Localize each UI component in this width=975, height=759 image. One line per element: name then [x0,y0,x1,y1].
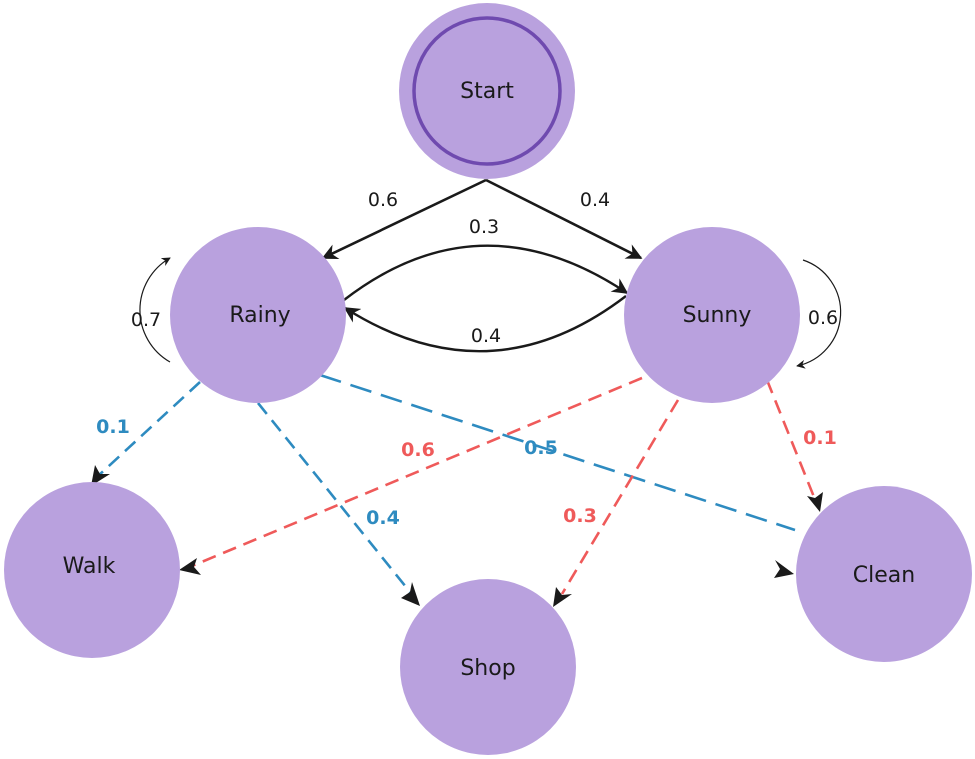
node-clean-label: Clean [853,563,915,588]
transition-labels: 0.6 0.4 0.3 0.4 0.7 0.6 [131,189,838,347]
arrowhead-rainy-to-clean [774,560,794,578]
label-start-to-rainy: 0.6 [368,189,398,211]
node-sunny[interactable]: Sunny [624,227,800,403]
node-walk-label: Walk [63,554,116,579]
edge-rainy-to-walk [97,381,201,477]
node-start[interactable]: Start [399,3,575,179]
edge-start-to-sunny [485,178,643,260]
label-rainy-walk: 0.1 [96,416,130,438]
label-rainy-to-sunny: 0.3 [469,216,499,238]
emission-edges [91,373,823,607]
node-shop-label: Shop [460,656,515,681]
label-rainy-self: 0.7 [131,309,161,331]
node-start-accept-ring [412,16,562,166]
edge-sunny-to-walk [191,376,643,568]
edge-rainy-to-shop [256,402,412,593]
edge-sunny-to-rainy [343,295,627,353]
node-rainy[interactable]: Rainy [170,227,346,403]
node-start-label: Start [460,79,514,104]
label-sunny-walk: 0.6 [401,439,435,461]
edge-rainy-to-clean [319,373,796,532]
label-sunny-shop: 0.3 [563,505,597,527]
node-walk-circle [4,482,180,658]
label-sunny-clean: 0.1 [803,427,837,449]
arrowhead-sunny-to-clean [807,492,823,512]
arrowhead-sunny-to-shop [553,587,572,607]
node-clean-circle [796,486,972,662]
label-rainy-clean: 0.5 [524,437,558,459]
node-walk[interactable]: Walk [4,482,180,658]
edge-start-to-rainy [321,178,487,260]
node-start-circle [399,3,575,179]
transition-edges [139,178,842,369]
edge-rainy-to-sunny [343,244,629,301]
label-rainy-shop: 0.4 [366,507,400,529]
emission-labels: 0.1 0.4 0.5 0.6 0.3 0.1 [96,416,837,529]
node-shop[interactable]: Shop [400,579,576,755]
arrowhead-rainy-to-shop [401,582,420,606]
edge-sunny-self-loop [796,259,842,369]
node-shop-circle [400,579,576,755]
node-sunny-circle [624,227,800,403]
edge-rainy-self-loop [139,257,171,363]
arrowhead-rainy-to-walk [91,465,110,486]
label-sunny-self: 0.6 [808,307,838,329]
edge-sunny-to-shop [560,399,680,595]
label-start-to-sunny: 0.4 [580,189,610,211]
node-clean[interactable]: Clean [796,486,972,662]
label-sunny-to-rainy: 0.4 [471,325,501,347]
node-rainy-label: Rainy [229,303,290,328]
node-sunny-label: Sunny [683,303,752,328]
arrowhead-sunny-to-walk [179,558,201,575]
node-rainy-circle [170,227,346,403]
